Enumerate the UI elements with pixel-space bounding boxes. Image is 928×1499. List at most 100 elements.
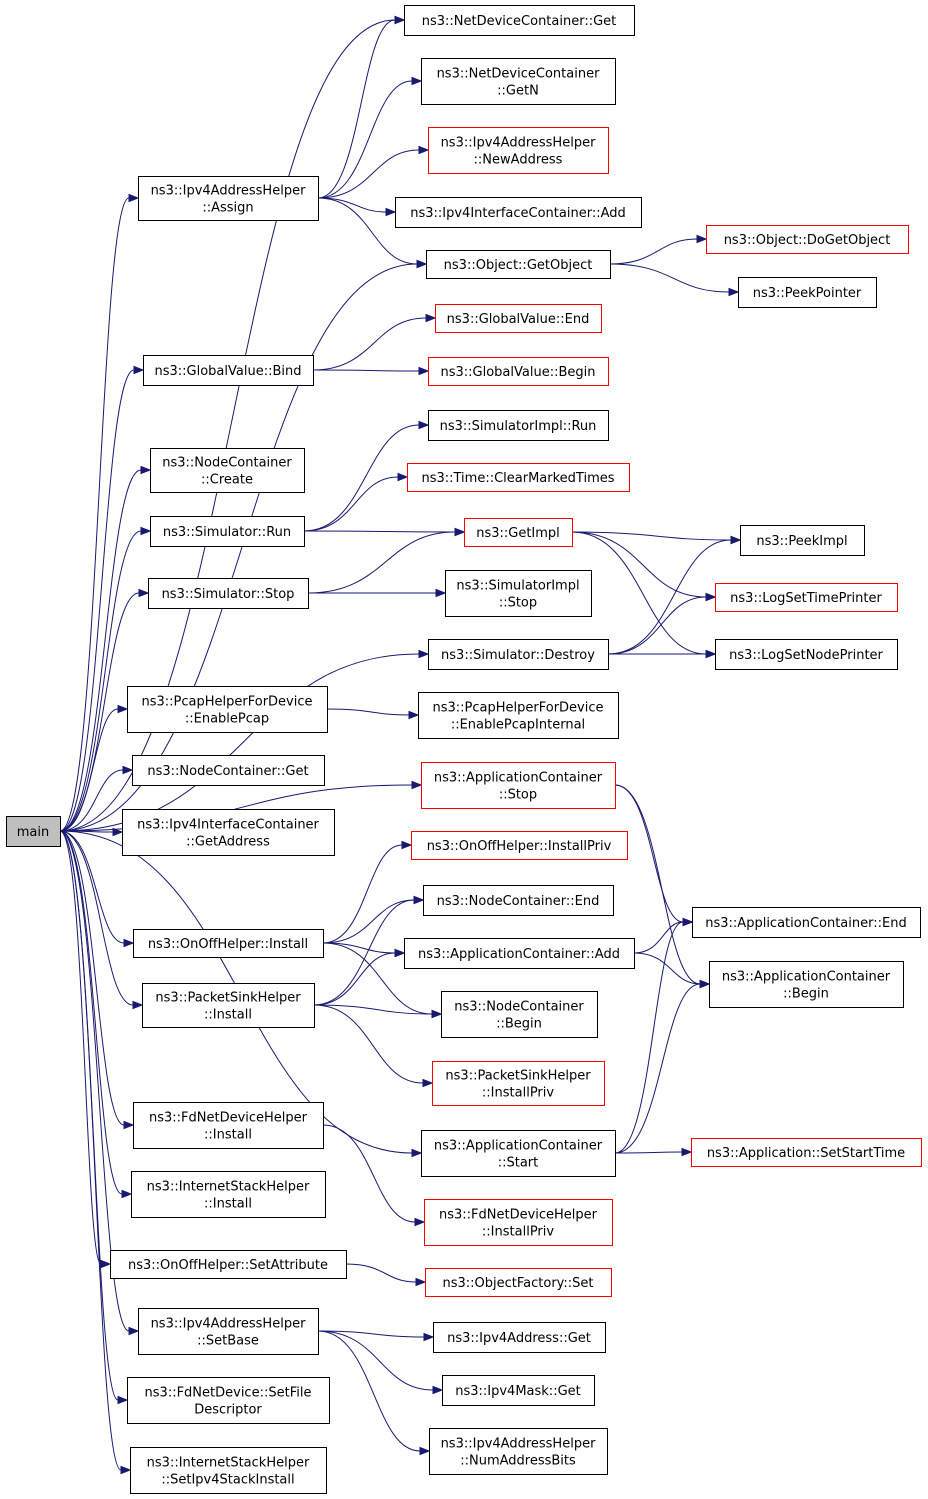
node-simimpl-run[interactable]: ns3::SimulatorImpl::Run: [428, 410, 609, 441]
node-label: ns3::GlobalValue::End: [447, 312, 590, 327]
node-onoff-installpriv[interactable]: ns3::OnOffHelper::InstallPriv: [411, 831, 628, 860]
node-ipv4ah-setbase[interactable]: ns3::Ipv4AddressHelper::SetBase: [138, 1308, 319, 1355]
arrowhead: [411, 76, 423, 86]
edge-line: [322, 844, 403, 944]
node-sim-stop[interactable]: ns3::Simulator::Stop: [148, 578, 309, 609]
edge-line: [59, 830, 119, 1401]
edge-line: [303, 476, 399, 532]
node-onoff-install[interactable]: ns3::OnOffHelper::Install: [133, 929, 324, 958]
node-ipv4ah-newaddress[interactable]: ns3::Ipv4AddressHelper::NewAddress: [428, 127, 609, 174]
node-label: ns3::PeekPointer: [753, 286, 862, 301]
edge-line: [313, 1004, 433, 1015]
node-appc-add[interactable]: ns3::ApplicationContainer::Add: [404, 938, 635, 969]
arrowhead: [681, 1147, 693, 1157]
node-ipv4addr-get[interactable]: ns3::Ipv4Address::Get: [433, 1322, 606, 1353]
node-app-setstart[interactable]: ns3::Application::SetStartTime: [691, 1138, 922, 1167]
node-ipv4ah-assign[interactable]: ns3::Ipv4AddressHelper::Assign: [138, 176, 319, 221]
node-gv-bind[interactable]: ns3::GlobalValue::Bind: [143, 355, 314, 386]
node-ndc-get[interactable]: ns3::NetDeviceContainer::Get: [404, 5, 635, 36]
node-pcap-enable[interactable]: ns3::PcapHelperForDevice::EnablePcap: [127, 686, 328, 733]
node-box: [133, 1102, 324, 1149]
node-label: ns3::Ipv4InterfaceContainer: [137, 818, 319, 833]
edge-line: [571, 531, 707, 598]
node-object-dogetobject[interactable]: ns3::Object::DoGetObject: [706, 225, 909, 254]
node-gv-end[interactable]: ns3::GlobalValue::End: [435, 304, 602, 333]
node-label: ns3::ApplicationContainer::End: [705, 916, 906, 931]
node-label: ns3::Ipv4InterfaceContainer::Add: [410, 206, 626, 221]
edge-line: [59, 19, 396, 832]
edge-line: [59, 830, 102, 1265]
node-ish-install[interactable]: ns3::InternetStackHelper::Install: [131, 1171, 326, 1218]
edge-line: [317, 1330, 421, 1452]
node-label: ::Assign: [202, 201, 253, 216]
arrowhead: [140, 465, 152, 475]
arrowhead: [413, 895, 425, 905]
node-ipv4mask-get[interactable]: ns3::Ipv4Mask::Get: [442, 1375, 595, 1406]
node-objfactory-set[interactable]: ns3::ObjectFactory::Set: [425, 1268, 612, 1297]
node-sim-run[interactable]: ns3::Simulator::Run: [150, 516, 305, 547]
edge-line: [317, 1330, 434, 1391]
node-onoff-setattr[interactable]: ns3::OnOffHelper::SetAttribute: [110, 1250, 347, 1279]
arrowhead: [418, 649, 430, 659]
node-appc-end[interactable]: ns3::ApplicationContainer::End: [692, 907, 921, 938]
node-fdndh-install[interactable]: ns3::FdNetDeviceHelper::Install: [133, 1102, 324, 1149]
node-box: [691, 1138, 922, 1167]
node-label: ::Install: [204, 1008, 252, 1023]
node-label: ns3::NetDeviceContainer::Get: [422, 14, 617, 29]
node-object-getobject[interactable]: ns3::Object::GetObject: [426, 250, 611, 279]
node-gv-begin[interactable]: ns3::GlobalValue::Begin: [428, 357, 609, 386]
edge-line: [607, 539, 732, 655]
node-ipv4ic-getaddress[interactable]: ns3::Ipv4InterfaceContainer::GetAddress: [122, 809, 335, 856]
node-box: [421, 1130, 616, 1177]
edge-line: [609, 238, 698, 265]
node-pcap-internal[interactable]: ns3::PcapHelperForDevice::EnablePcapInte…: [418, 692, 619, 739]
node-label: ::Create: [201, 473, 253, 488]
node-label: ns3::Ipv4AddressHelper: [441, 1437, 597, 1452]
node-fdndh-installpriv[interactable]: ns3::FdNetDeviceHelper::InstallPriv: [424, 1199, 613, 1246]
edge-main-to-onoff_setattr: [59, 830, 112, 1269]
arrowhead: [432, 1385, 444, 1395]
node-ipv4ah-numbits[interactable]: ns3::Ipv4AddressHelper::NumAddressBits: [429, 1428, 608, 1475]
edge-onoff_install-to-appc_add: [322, 942, 406, 958]
node-nc-get[interactable]: ns3::NodeContainer::Get: [132, 755, 325, 786]
node-appc-stop[interactable]: ns3::ApplicationContainer::Stop: [421, 762, 616, 809]
arrowhead: [128, 1326, 140, 1336]
node-logsetnode[interactable]: ns3::LogSetNodePrinter: [715, 639, 898, 670]
edge-ipv4ah_setbase-to-ipv4mask_get: [317, 1330, 444, 1395]
edge-line: [614, 921, 684, 1154]
node-label: ns3::PcapHelperForDevice: [433, 701, 604, 716]
node-appc-start[interactable]: ns3::ApplicationContainer::Start: [421, 1130, 616, 1177]
node-label: ::NewAddress: [474, 153, 563, 168]
node-logsettime[interactable]: ns3::LogSetTimePrinter: [715, 583, 898, 612]
edge-object_getobject-to-object_dogetobject: [609, 234, 708, 265]
node-main[interactable]: main: [6, 816, 61, 847]
node-nc-create[interactable]: ns3::NodeContainer::Create: [150, 448, 305, 493]
arrowhead: [431, 1009, 443, 1019]
node-nc-end[interactable]: ns3::NodeContainer::End: [423, 885, 614, 916]
arrowhead: [397, 472, 409, 482]
node-appc-begin[interactable]: ns3::ApplicationContainer::Begin: [709, 961, 904, 1008]
node-simimpl-stop[interactable]: ns3::SimulatorImpl::Stop: [445, 570, 592, 617]
edge-line: [633, 952, 701, 985]
node-ipv4ic-add[interactable]: ns3::Ipv4InterfaceContainer::Add: [395, 197, 642, 228]
node-sim-destroy[interactable]: ns3::Simulator::Destroy: [428, 639, 609, 670]
node-ish-setipv4[interactable]: ns3::InternetStackHelper::SetIpv4StackIn…: [130, 1447, 327, 1494]
node-psh-installpriv[interactable]: ns3::PacketSinkHelper::InstallPriv: [432, 1061, 605, 1106]
edge-appc_start-to-appc_end: [614, 917, 694, 1154]
edge-line: [313, 952, 396, 1006]
arrowhead: [408, 710, 420, 720]
edge-line: [571, 531, 732, 541]
node-peekpointer[interactable]: ns3::PeekPointer: [738, 277, 877, 308]
node-peekimpl[interactable]: ns3::PeekImpl: [740, 525, 865, 556]
node-getimpl[interactable]: ns3::GetImpl: [464, 518, 573, 547]
node-label: ::GetAddress: [186, 835, 270, 850]
edge-line: [59, 830, 134, 1006]
node-box: [429, 1428, 608, 1475]
node-psh-install[interactable]: ns3::PacketSinkHelper::Install: [142, 983, 315, 1028]
node-nc-begin[interactable]: ns3::NodeContainer::Begin: [441, 991, 598, 1038]
arrowhead: [422, 1078, 434, 1088]
node-time-clear[interactable]: ns3::Time::ClearMarkedTimes: [407, 463, 630, 492]
node-ndc-getn[interactable]: ns3::NetDeviceContainer::GetN: [421, 58, 616, 105]
edge-line: [303, 424, 420, 532]
